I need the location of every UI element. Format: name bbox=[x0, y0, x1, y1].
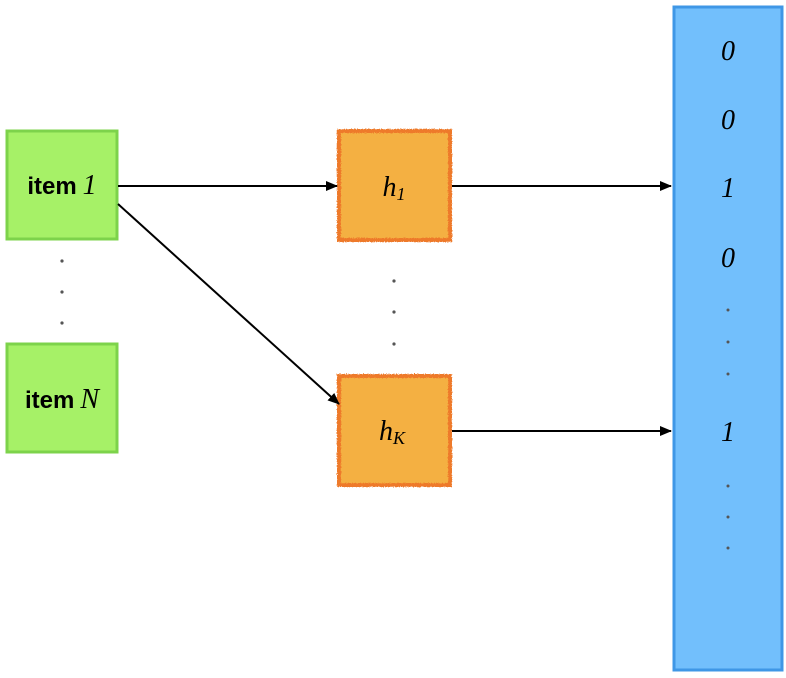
hash-ellipsis bbox=[392, 279, 396, 346]
bit-ellipsis-dot bbox=[726, 372, 730, 376]
hash-box-k-rect bbox=[337, 374, 452, 487]
bit-value: 1 bbox=[721, 417, 735, 448]
item-box-1-text: item 1 bbox=[27, 170, 96, 201]
item-n-index: N bbox=[79, 384, 100, 415]
bit-ellipsis-dot bbox=[726, 308, 730, 312]
hash-ellipsis-dot bbox=[392, 342, 396, 346]
item-1-index: 1 bbox=[83, 170, 97, 201]
bit-ellipsis-dot bbox=[726, 515, 730, 519]
arrow-item1-to-hk bbox=[117, 203, 340, 405]
item-ellipsis-dot bbox=[60, 321, 64, 325]
item-ellipsis-dot bbox=[60, 259, 64, 263]
bit-vector-rect bbox=[672, 5, 784, 672]
item-box-n-rect bbox=[5, 342, 119, 454]
bit-vector: 0 0 1 0 1 bbox=[672, 5, 784, 672]
bit-value: 0 bbox=[721, 36, 735, 67]
hash-ellipsis-dot bbox=[392, 310, 396, 314]
hash-k-label: hK bbox=[379, 416, 406, 448]
bit-value: 1 bbox=[721, 173, 735, 204]
bit-value: 0 bbox=[721, 243, 735, 274]
bit-ellipsis-dot bbox=[726, 546, 730, 550]
item-1-prefix: item bbox=[27, 173, 76, 200]
item-box-1-rect bbox=[5, 129, 119, 241]
bit-ellipsis-dot bbox=[726, 484, 730, 488]
hash-1-sub: 1 bbox=[397, 184, 406, 204]
bit-value: 0 bbox=[721, 105, 735, 136]
hash-ellipsis-dot bbox=[392, 279, 396, 283]
item-ellipsis-dot bbox=[60, 290, 64, 294]
bit-ellipsis-dot bbox=[726, 340, 730, 344]
item-n-prefix: item bbox=[25, 387, 74, 414]
hash-1-label: h1 bbox=[383, 172, 406, 204]
hash-box-1: h1 bbox=[337, 129, 452, 242]
hash-box-k: hK bbox=[337, 374, 452, 487]
hash-k-base: h bbox=[379, 416, 393, 447]
hash-box-1-rect bbox=[337, 129, 452, 242]
item-box-1: item 1 bbox=[5, 129, 119, 241]
hash-k-sub: K bbox=[392, 428, 406, 448]
item-ellipsis bbox=[60, 259, 64, 325]
hash-1-base: h bbox=[383, 172, 397, 203]
